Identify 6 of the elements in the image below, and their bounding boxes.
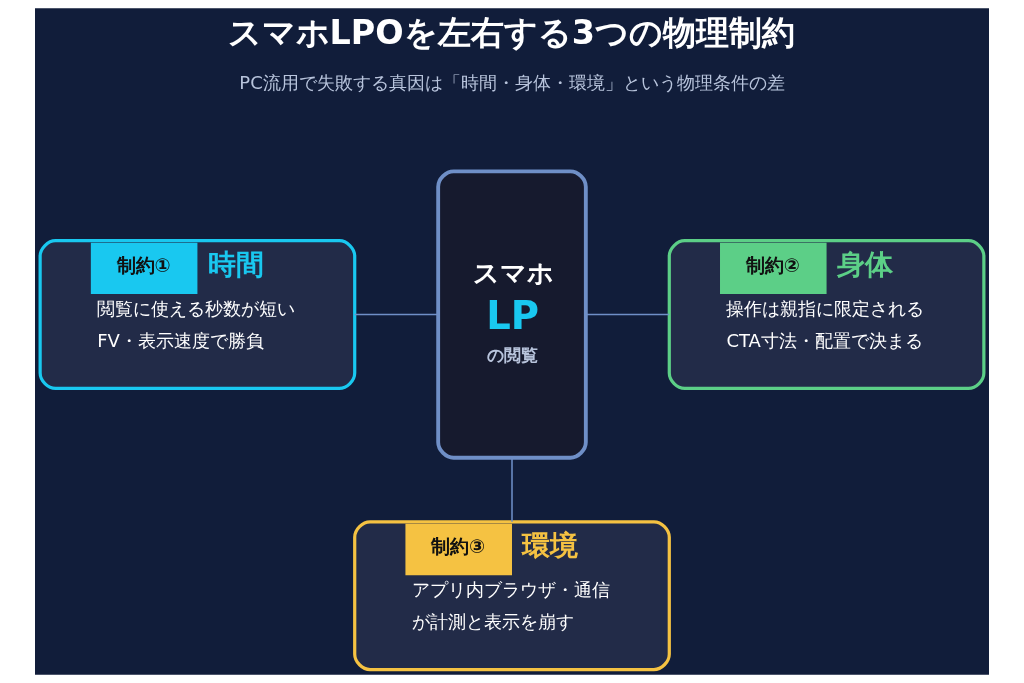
node-box: スマホ LP の閲覧	[436, 169, 588, 460]
connector	[511, 457, 513, 523]
diagram-title: スマホLPOを左右する3つの物理制約	[227, 13, 795, 52]
label: PC流用で失敗する真因は「時間・身体・環境」という物理条件の差	[239, 71, 785, 93]
connector	[585, 313, 670, 316]
connector	[353, 313, 439, 316]
